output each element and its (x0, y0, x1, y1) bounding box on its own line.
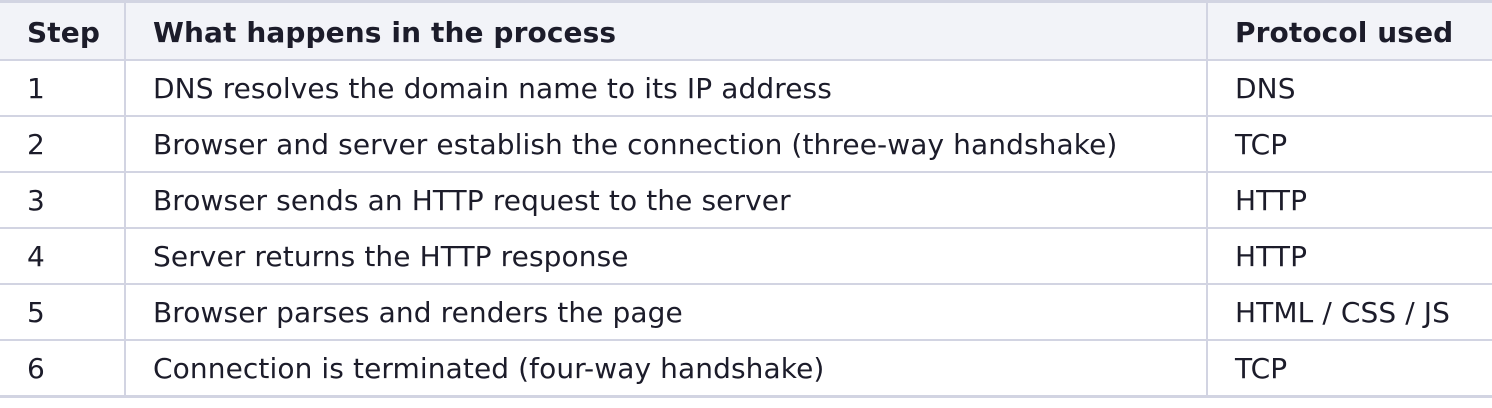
step-number: 1 (0, 59, 126, 117)
step-description: Server returns the HTTP response (124, 227, 1208, 285)
table-row: 3 Browser sends an HTTP request to the s… (0, 171, 1492, 229)
step-description: Browser sends an HTTP request to the ser… (124, 171, 1208, 229)
step-protocol: HTML / CSS / JS (1206, 283, 1492, 341)
table-row: 5 Browser parses and renders the page HT… (0, 283, 1492, 341)
step-description: DNS resolves the domain name to its IP a… (124, 59, 1208, 117)
step-description: Browser and server establish the connect… (124, 115, 1208, 173)
table-row: 6 Connection is terminated (four-way han… (0, 339, 1492, 398)
step-number: 2 (0, 115, 126, 173)
step-description: Connection is terminated (four-way hands… (124, 339, 1208, 398)
table-row: 4 Server returns the HTTP response HTTP (0, 227, 1492, 285)
step-description: Browser parses and renders the page (124, 283, 1208, 341)
step-number: 5 (0, 283, 126, 341)
step-protocol: TCP (1206, 339, 1492, 398)
step-number: 3 (0, 171, 126, 229)
step-protocol: HTTP (1206, 171, 1492, 229)
process-table: Step What happens in the process Protoco… (0, 0, 1492, 398)
header-step: Step (0, 0, 126, 61)
table-header-row: Step What happens in the process Protoco… (0, 0, 1492, 61)
step-protocol: DNS (1206, 59, 1492, 117)
step-number: 4 (0, 227, 126, 285)
step-protocol: TCP (1206, 115, 1492, 173)
header-description: What happens in the process (124, 0, 1208, 61)
header-protocol: Protocol used (1206, 0, 1492, 61)
table-row: 2 Browser and server establish the conne… (0, 115, 1492, 173)
step-number: 6 (0, 339, 126, 398)
table-row: 1 DNS resolves the domain name to its IP… (0, 59, 1492, 117)
step-protocol: HTTP (1206, 227, 1492, 285)
